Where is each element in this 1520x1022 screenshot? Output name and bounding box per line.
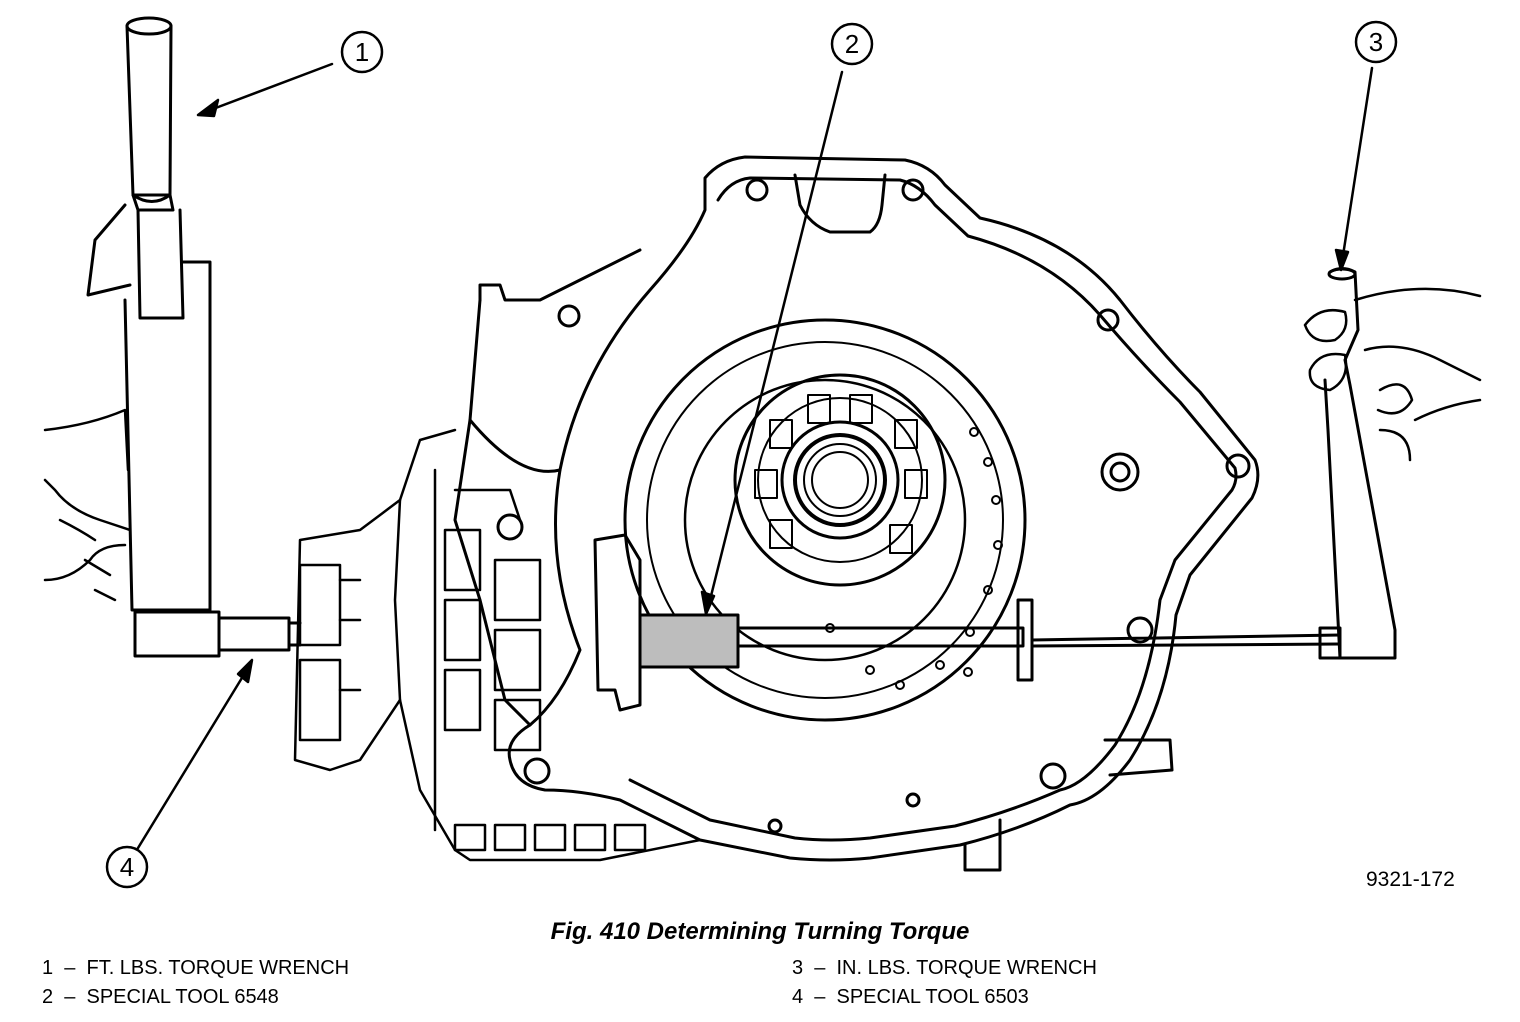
callout-1: 1 (340, 30, 384, 74)
callout-3: 3 (1354, 20, 1398, 64)
pump-assembly (623, 318, 1027, 722)
in-lbs-torque-wrench (1318, 267, 1397, 660)
left-hand (43, 408, 132, 602)
callout-3-label: 3 (1369, 27, 1383, 57)
callout-1-label: 1 (355, 37, 369, 67)
leader-lines (136, 62, 1374, 850)
special-tool-6548 (593, 533, 1342, 712)
ft-lbs-torque-wrench (86, 16, 302, 658)
legend-item-3: 3 – IN. LBS. TORQUE WRENCH (792, 957, 1097, 979)
callout-2-label: 2 (845, 29, 859, 59)
legend-item-2: 2 – SPECIAL TOOL 6548 (42, 986, 279, 1008)
transmission-housing (453, 155, 1260, 872)
transmission-torque-diagram: 1 2 3 4 9321-172 (43, 16, 1482, 891)
callout-4: 4 (105, 845, 149, 889)
right-hand (1303, 287, 1482, 462)
callout-4-label: 4 (120, 852, 134, 882)
legend-item-4: 4 – SPECIAL TOOL 6503 (792, 986, 1029, 1008)
bolt-holes (496, 178, 1251, 834)
figure-id: 9321-172 (1366, 868, 1455, 891)
legend-item-1: 1 – FT. LBS. TORQUE WRENCH (42, 957, 350, 979)
callout-2: 2 (830, 22, 874, 66)
transmission-case-side (293, 428, 702, 862)
figure-caption: Fig. 410 Determining Turning Torque (550, 918, 970, 945)
